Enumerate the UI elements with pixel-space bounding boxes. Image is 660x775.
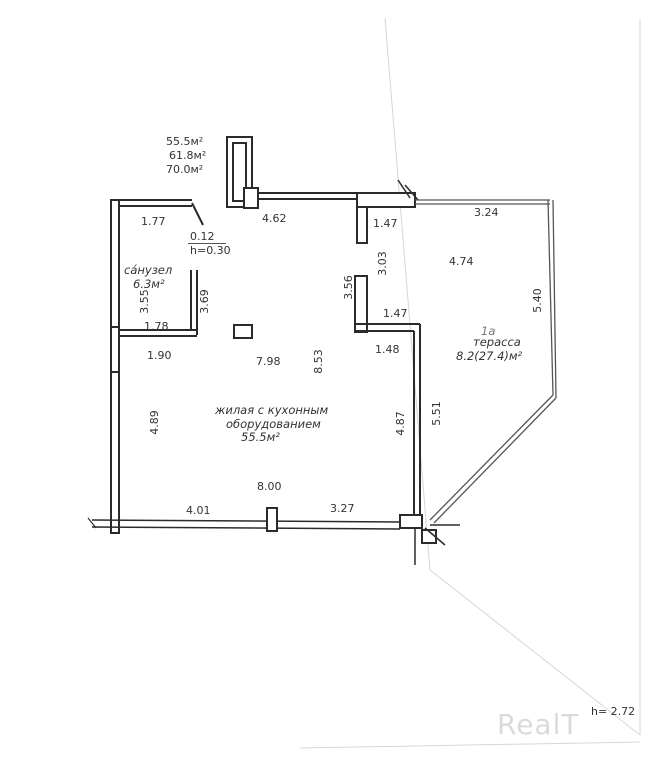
dimension-label: 3.56 — [341, 275, 355, 300]
room-name-terrace: терасса — [473, 335, 521, 349]
room-number-terrace: 1а — [481, 324, 496, 338]
dimension-label: 5.40 — [530, 288, 544, 313]
area-summary-total: 70.0м² — [166, 163, 204, 176]
dimension-line — [188, 243, 226, 244]
dimension-label: 4.01 — [186, 504, 211, 517]
area-summary-total: 55.5м² — [166, 135, 204, 148]
dimension-label: 8.53 — [311, 349, 325, 374]
dimension-label: 1.48 — [375, 343, 400, 356]
dimension-label: 4.87 — [393, 411, 407, 436]
dimension-label: 1.47 — [383, 307, 408, 320]
dimension-label: 3.69 — [197, 289, 211, 314]
watermark-logo: RealT — [497, 708, 580, 741]
bathroom-partition — [119, 202, 204, 337]
room-name-living: жилая с кухонным — [215, 403, 329, 417]
central-partition — [354, 275, 421, 520]
area-summary-total: 61.8м² — [169, 149, 207, 162]
dimension-label: 4.62 — [262, 212, 287, 225]
ceiling-height: h= 2.72 — [591, 705, 636, 718]
bottom-wall — [87, 507, 460, 565]
left-wall — [110, 199, 192, 534]
column-marker — [233, 324, 253, 339]
dimension-label: 8.00 — [257, 480, 282, 493]
dimension-label: 3.55 — [137, 289, 151, 314]
dimension-label: 1.78 — [144, 320, 169, 333]
dimension-label: 7.98 — [256, 355, 281, 368]
dimension-label: 3.27 — [330, 502, 355, 515]
dimension-label: 3.03 — [375, 251, 389, 276]
dimension-label: h=0.30 — [190, 244, 231, 257]
dimension-label: 5.51 — [429, 401, 443, 426]
dimension-label: 1.77 — [141, 215, 166, 228]
room-area-terrace: 8.2(27.4)м² — [456, 349, 523, 363]
room-area-living: 55.5м² — [241, 430, 280, 444]
scan-border — [299, 17, 641, 749]
room-area-bathroom: 6.3м² — [133, 277, 165, 291]
dimension-label: 0.12 — [190, 230, 215, 243]
top-wall — [243, 179, 419, 244]
balcony-niche — [226, 136, 253, 208]
dimension-label: 4.74 — [449, 255, 474, 268]
dimension-label: 1.47 — [373, 217, 398, 230]
dimension-label: 4.89 — [147, 410, 161, 435]
dimension-label: 3.24 — [474, 206, 499, 219]
room-name-bathroom: сáнузел — [124, 263, 173, 277]
terrace-outline — [415, 199, 557, 524]
dimension-label: 1.90 — [147, 349, 172, 362]
room-name-living: оборудованием — [226, 417, 321, 431]
